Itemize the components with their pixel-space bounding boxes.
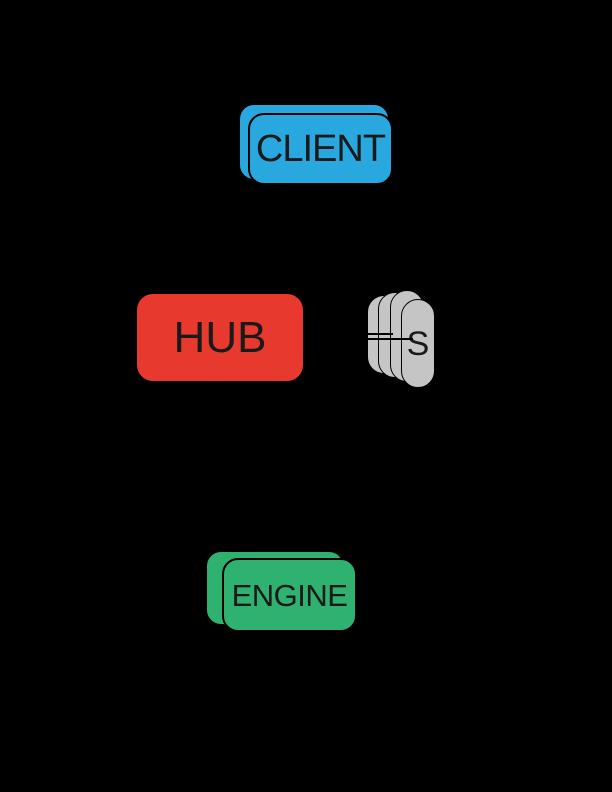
engine-label: ENGINE (231, 577, 348, 613)
engine-card: ENGINE (222, 558, 357, 632)
hub-label: HUB (173, 312, 267, 362)
scheduler-queue-line-top (368, 333, 393, 335)
client-label: CLIENT (255, 128, 386, 170)
hub-card: HUB (135, 292, 305, 383)
scheduler-queue-line-bottom (368, 338, 413, 340)
client-card: CLIENT (248, 113, 393, 185)
scheduler-pill-front: S (401, 299, 435, 388)
schedulers-label: S (406, 324, 430, 363)
